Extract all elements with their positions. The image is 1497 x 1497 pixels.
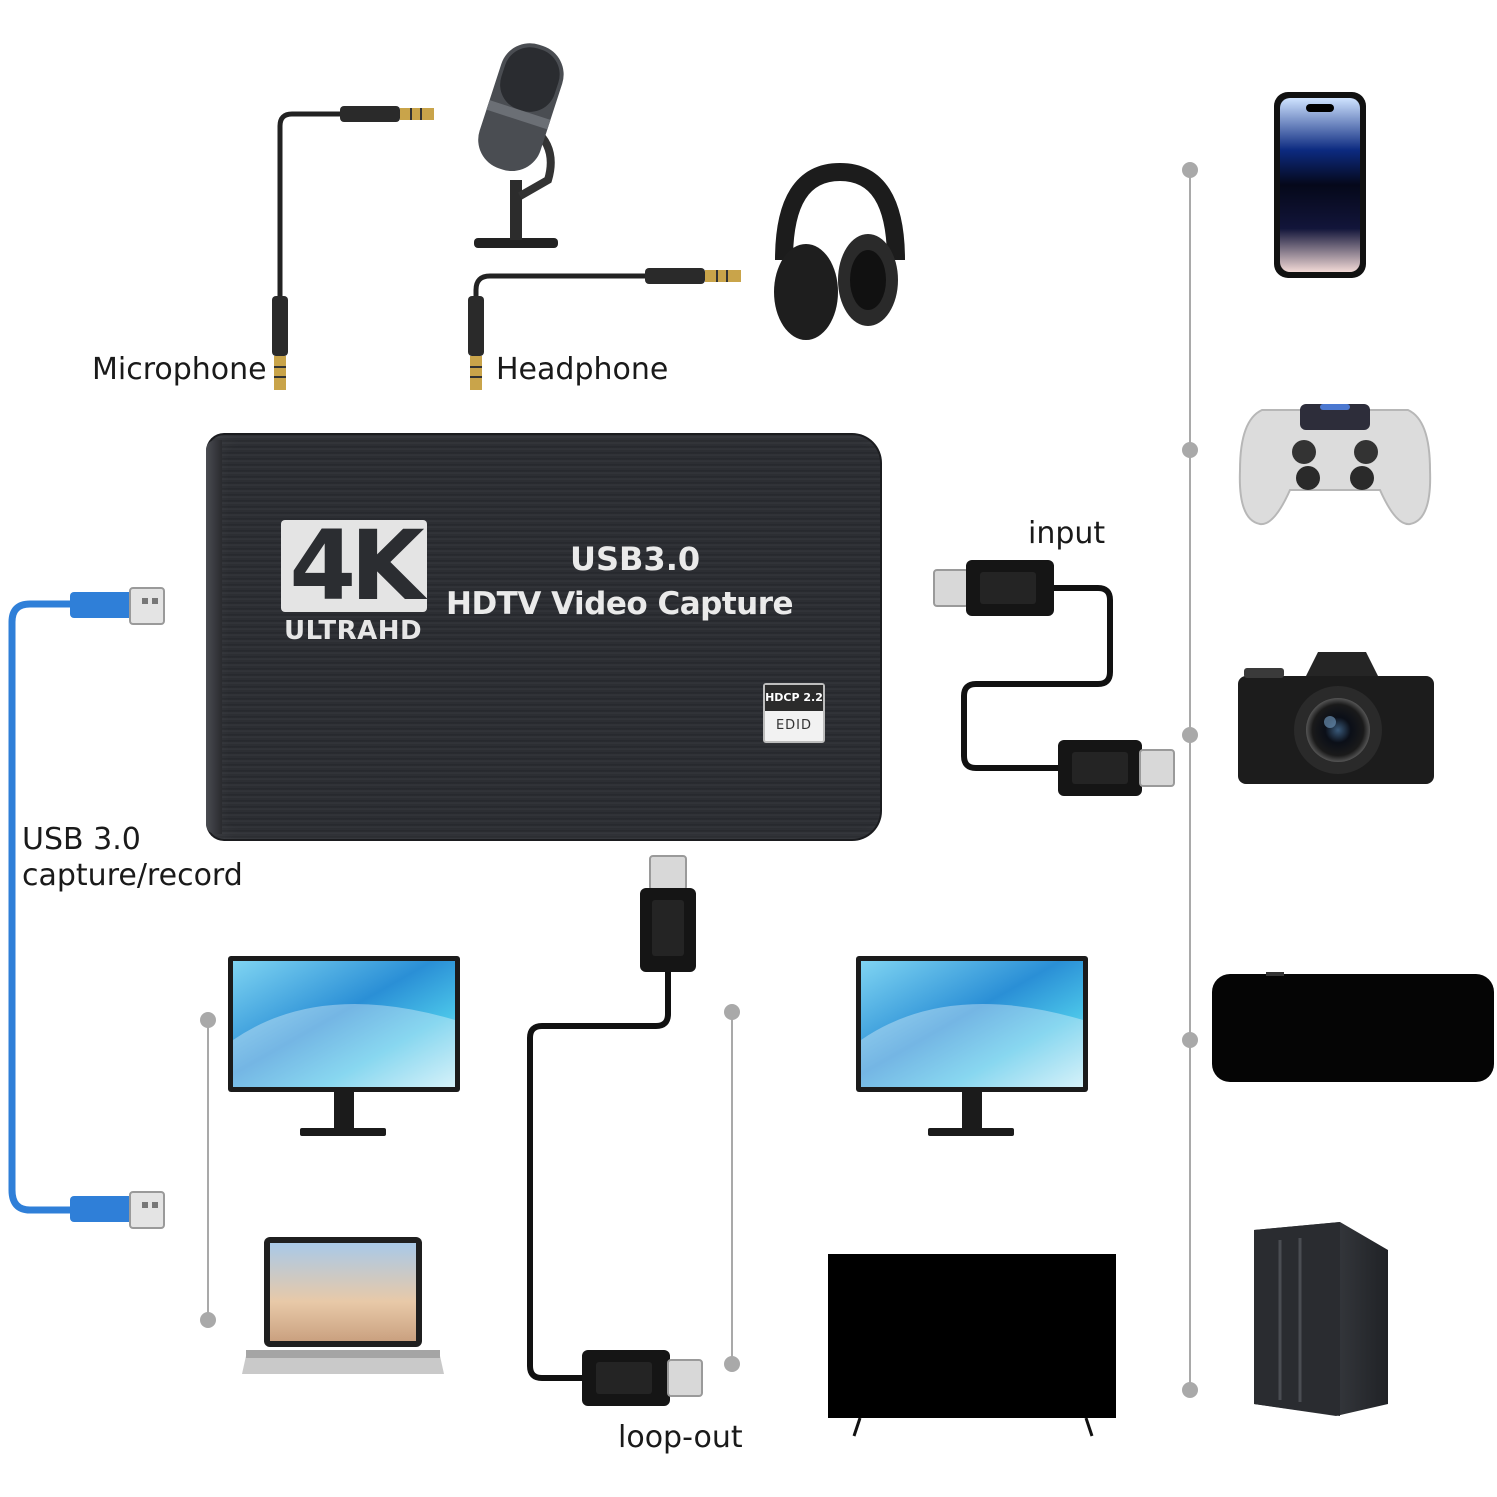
monitor-icon xyxy=(856,956,1088,1136)
usb-cable xyxy=(8,587,165,1229)
label-usb-line2: capture/record xyxy=(22,858,243,893)
logo-4k: 4K xyxy=(281,518,427,614)
loop-out-bracket xyxy=(724,1004,740,1372)
desktop-pc-icon xyxy=(1254,1222,1388,1416)
set-top-box-icon xyxy=(1212,972,1494,1082)
label-headphone: Headphone xyxy=(496,352,669,387)
microphone-cable xyxy=(272,106,434,390)
capture-device xyxy=(206,433,882,841)
smartphone-icon xyxy=(1274,92,1366,278)
device-title-line1: USB3.0 xyxy=(570,540,701,578)
label-input: input xyxy=(1028,516,1106,551)
headphones-icon xyxy=(774,162,905,340)
game-controller-icon xyxy=(1238,404,1432,526)
label-usb-line1: USB 3.0 xyxy=(22,822,141,857)
device-ports-edge xyxy=(206,440,222,834)
badge-hdcp: HDCP 2.2 xyxy=(765,685,823,711)
camera-icon xyxy=(1238,652,1434,784)
device-title-line2: HDTV Video Capture xyxy=(446,586,794,622)
badge-edid: EDID xyxy=(775,718,813,733)
tv-icon xyxy=(828,1254,1116,1437)
laptop-icon xyxy=(242,1237,444,1374)
label-microphone: Microphone xyxy=(92,352,267,387)
capture-output-bracket xyxy=(200,1012,216,1328)
logo-ultrahd: ULTRAHD xyxy=(284,616,423,646)
hdcp-edid-badge: HDCP 2.2 EDID xyxy=(763,683,825,743)
input-hdmi-cable xyxy=(933,560,1175,796)
source-bracket xyxy=(1182,162,1198,1398)
loop-out-hdmi-cable xyxy=(527,855,703,1406)
monitor-icon xyxy=(228,956,460,1136)
label-loop-out: loop-out xyxy=(618,1420,743,1455)
microphone-icon xyxy=(474,43,564,248)
headphone-cable xyxy=(468,268,741,390)
